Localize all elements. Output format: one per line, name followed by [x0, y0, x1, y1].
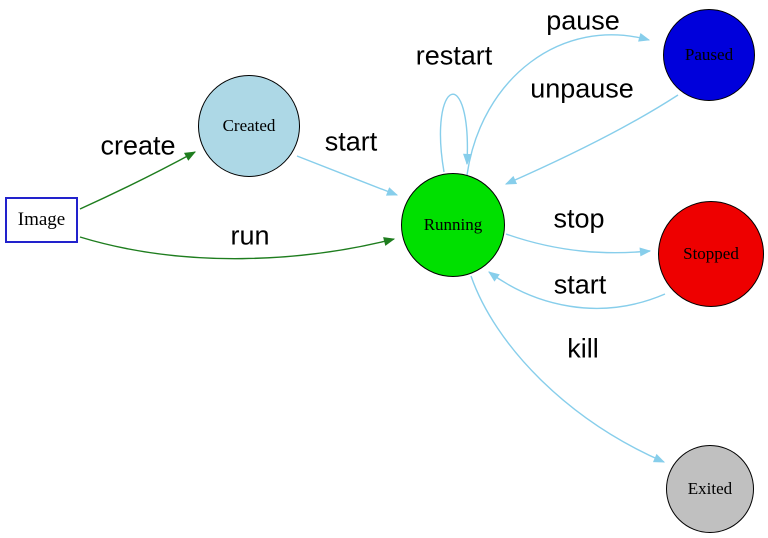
node-image: Image	[5, 197, 78, 243]
edge-run	[79, 236, 396, 260]
edge-start-created-running	[296, 155, 399, 196]
node-image-label: Image	[17, 209, 66, 230]
edge-restart-self-loop	[439, 93, 472, 173]
edge-label-kill: kill	[567, 333, 599, 364]
edge-start-stopped-running	[488, 271, 666, 310]
node-created-label: Created	[222, 116, 276, 135]
node-created: Created	[198, 75, 300, 177]
node-stopped: Stopped	[658, 201, 764, 307]
edge-label-stop: stop	[553, 203, 605, 234]
edge-kill	[470, 275, 666, 463]
edge-pause	[466, 33, 651, 176]
node-running: Running	[401, 173, 505, 277]
edge-label-run: run	[230, 220, 270, 251]
edge-label-restart: restart	[415, 40, 493, 71]
edge-label-create: create	[100, 130, 176, 161]
edge-label-unpause: unpause	[530, 73, 634, 104]
edge-label-start-created-running: start	[324, 126, 378, 157]
edge-unpause	[504, 94, 679, 185]
node-exited: Exited	[666, 445, 754, 533]
edge-label-pause: pause	[546, 5, 620, 36]
edge-stop	[505, 233, 652, 257]
edge-label-start-stopped-running: start	[553, 269, 607, 300]
node-exited-label: Exited	[687, 479, 733, 498]
node-running-label: Running	[423, 215, 483, 234]
node-stopped-label: Stopped	[683, 244, 739, 263]
node-paused: Paused	[663, 9, 755, 101]
edge-create	[79, 151, 196, 210]
node-paused-label: Paused	[684, 45, 734, 64]
